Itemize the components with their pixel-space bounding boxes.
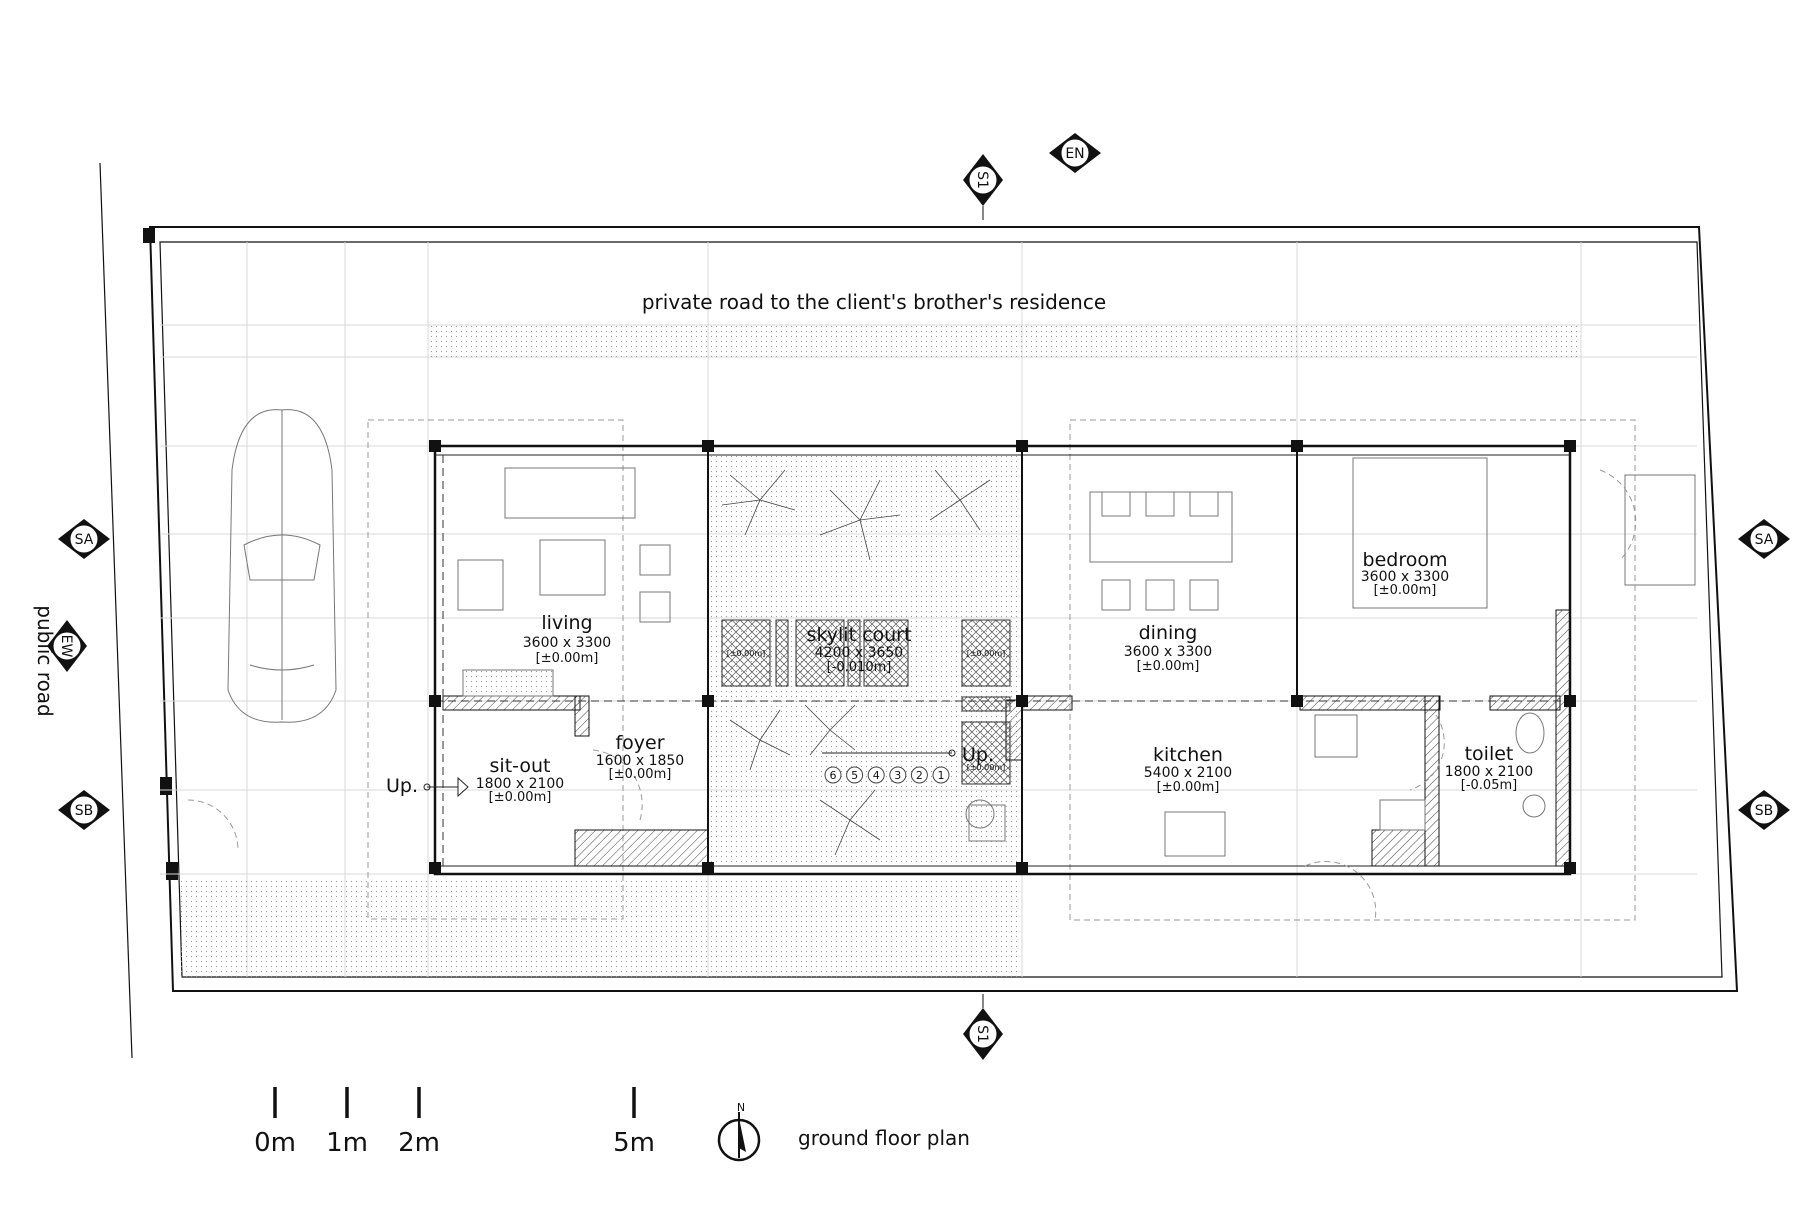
section-marker-label: SB [1755, 803, 1774, 819]
north-arrow-icon: N [717, 1101, 761, 1162]
section-marker-sb-left: SB [58, 790, 110, 830]
paved-strip [428, 325, 1581, 357]
up-label-court: Up. [962, 744, 994, 766]
room-bedroom: bedroom 3600 x 3300 [±0.00m] [1361, 549, 1449, 598]
up-label-sitout: Up. [386, 775, 418, 797]
scale-label: 2m [398, 1128, 440, 1158]
room-dining: dining 3600 x 3300 [±0.00m] [1124, 622, 1212, 674]
room-dims: 3600 x 3300 [523, 635, 611, 651]
section-marker-label: S1 [974, 171, 990, 189]
step-number: 4 [873, 769, 880, 782]
room-toilet: toilet 1800 x 2100 [-0.05m] [1445, 743, 1533, 793]
step-number: 5 [851, 769, 858, 782]
north-label: N [737, 1101, 745, 1114]
public-road-label: public road [33, 605, 57, 717]
room-dims: 4200 x 3650 [815, 645, 903, 661]
room-name: foyer [615, 732, 664, 754]
section-marker-label: SB [75, 803, 94, 819]
section-marker-sa-left: SA [58, 519, 110, 559]
court-level-label: [±0.00m] [727, 649, 766, 658]
section-marker-en: EN [1049, 133, 1101, 173]
car-icon [227, 409, 337, 723]
room-level: [±0.00m] [609, 767, 672, 782]
court-level-label: [±0.00m] [967, 649, 1006, 658]
court-planters [721, 619, 1011, 785]
step-number: 6 [830, 769, 837, 782]
scale-label: 0m [254, 1128, 296, 1158]
room-name: toilet [1465, 743, 1514, 765]
step-circle [846, 766, 864, 784]
step-number: 3 [894, 769, 901, 782]
room-level: [±0.00m] [536, 651, 599, 666]
section-marker-sa-right: SA [1738, 519, 1790, 559]
doors [187, 469, 1637, 921]
room-level: [-0.010m] [827, 660, 892, 675]
room-dims: 1800 x 2100 [1445, 764, 1533, 780]
paved-front-area [178, 880, 1017, 978]
section-marker-sb-right: SB [1738, 790, 1790, 830]
room-name: skylit court [807, 624, 912, 646]
section-marker-label: EN [1065, 146, 1084, 162]
court-steps: 6 5 4 3 2 1 [822, 749, 956, 784]
scale-label: 5m [613, 1128, 655, 1158]
room-kitchen: kitchen 5400 x 2100 [±0.00m] [1144, 744, 1232, 795]
room-name: dining [1139, 622, 1198, 644]
room-name: kitchen [1153, 744, 1223, 766]
room-dims: 1600 x 1850 [596, 753, 684, 769]
room-level: [±0.00m] [489, 790, 552, 805]
step-number: 1 [938, 769, 945, 782]
room-living: living 3600 x 3300 [±0.00m] [523, 612, 611, 666]
step-circle [867, 766, 885, 784]
section-marker-label: EW [58, 635, 74, 658]
drawing-title: ground floor plan [798, 1126, 970, 1150]
public-road-edge [99, 162, 133, 1059]
step-circle [932, 766, 950, 784]
room-sit-out: sit-out 1800 x 2100 [±0.00m] [476, 755, 564, 805]
room-dims: 5400 x 2100 [1144, 765, 1232, 781]
room-level: [±0.00m] [1137, 659, 1200, 674]
step-number: 2 [916, 769, 923, 782]
room-name: sit-out [490, 755, 551, 777]
room-dims: 3600 x 3300 [1124, 644, 1212, 660]
house-walls [429, 440, 1576, 876]
room-dims: 3600 x 3300 [1361, 569, 1449, 585]
private-road-label: private road to the client's brother's r… [642, 290, 1106, 314]
plants-icon [721, 469, 991, 856]
sitout-up-arrow [423, 776, 469, 798]
plot-boundary [143, 226, 1739, 992]
room-dims: 1800 x 2100 [476, 776, 564, 792]
section-marker-ew: EW [47, 620, 87, 672]
step-circle [910, 766, 928, 784]
room-level: [±0.00m] [1157, 780, 1220, 795]
room-foyer: foyer 1600 x 1850 [±0.00m] [596, 732, 684, 782]
scale-bar: 0m 1m 2m 5m [254, 1087, 655, 1158]
room-name: bedroom [1363, 549, 1448, 571]
step-circle [889, 766, 907, 784]
court-level-label: [±0.00m] [967, 763, 1006, 772]
section-marker-s1-top: S1 [963, 154, 1003, 220]
scale-label: 1m [326, 1128, 368, 1158]
section-marker-label: SA [75, 532, 94, 548]
room-skylit-court: skylit court 4200 x 3650 [-0.010m] [807, 624, 912, 675]
furniture [457, 457, 1696, 857]
room-name: living [541, 612, 592, 634]
room-level: [-0.05m] [1461, 778, 1517, 793]
section-marker-s1-bottom: S1 [963, 994, 1003, 1060]
section-marker-label: S1 [974, 1025, 990, 1043]
room-level: [±0.00m] [1374, 583, 1437, 598]
section-marker-label: SA [1755, 532, 1774, 548]
step-circle [824, 766, 842, 784]
